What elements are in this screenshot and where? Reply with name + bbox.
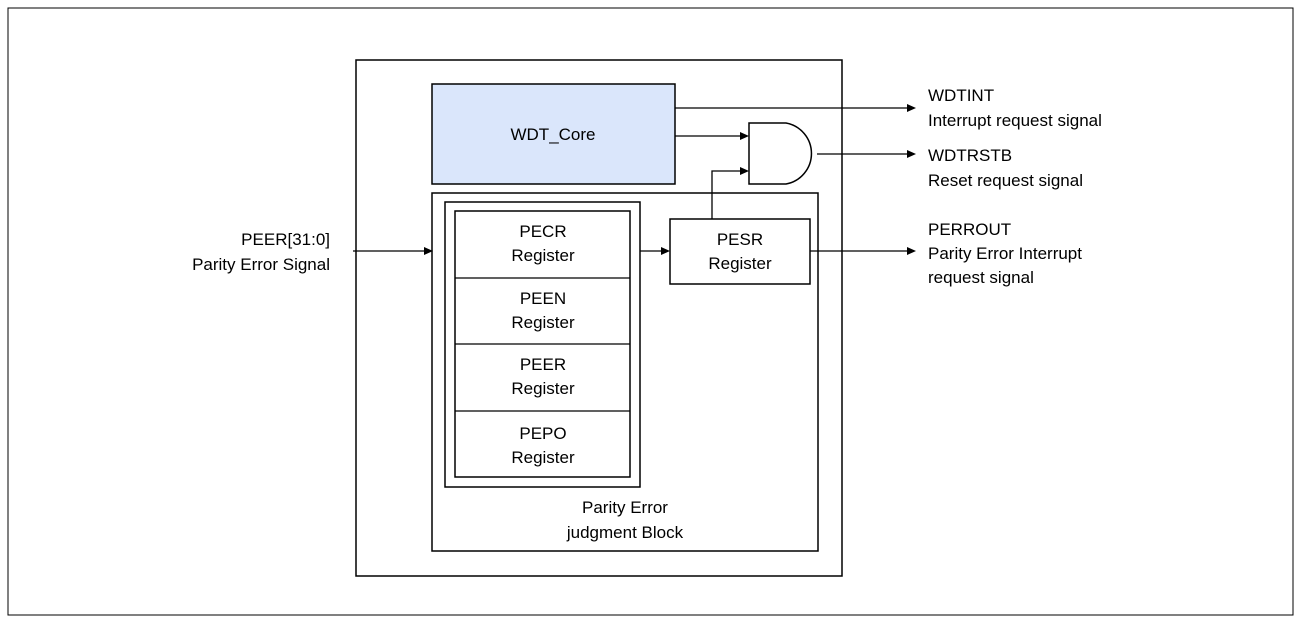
wire-pesr-to-gate [711,170,741,219]
arrowhead-pesr-to-gate [740,167,749,175]
output-perrout-desc-line2: request signal [928,268,1034,287]
wdt-core-label: WDT_Core [510,125,595,144]
arrowhead-peer-input [424,247,433,255]
pesr-register-name: PESR [717,230,763,249]
output-wdtrstb-desc: Reset request signal [928,171,1083,190]
register-pepo-name: PEPO [519,424,566,443]
pesr-register-suffix: Register [708,254,772,273]
register-peen-name: PEEN [520,289,566,308]
output-perrout-desc-line1: Parity Error Interrupt [928,244,1082,263]
output-wdtrstb-name: WDTRSTB [928,146,1012,165]
register-pecr-name: PECR [519,222,566,241]
input-signal-name: PEER[31:0] [241,230,330,249]
arrowhead-core-to-gate [740,132,749,140]
arrowhead-stack-to-pesr [661,247,670,255]
register-peer-name: PEER [520,355,566,374]
judgment-block-label-line2: judgment Block [566,523,684,542]
register-pecr-suffix: Register [511,246,575,265]
judgment-block-label-line1: Parity Error [582,498,668,517]
arrowhead-wdtrstb [907,150,916,158]
pesr-register-box [669,218,811,285]
register-pepo-suffix: Register [511,448,575,467]
wdt-core-box [431,83,676,185]
output-perrout-name: PERROUT [928,220,1011,239]
arrowhead-perrout [907,247,916,255]
output-wdtint-name: WDTINT [928,86,994,105]
register-peen-suffix: Register [511,313,575,332]
input-signal-desc: Parity Error Signal [192,255,330,274]
register-peer-suffix: Register [511,379,575,398]
and-gate-icon [748,122,813,185]
arrowhead-wdtint [907,104,916,112]
output-wdtint-desc: Interrupt request signal [928,111,1102,130]
